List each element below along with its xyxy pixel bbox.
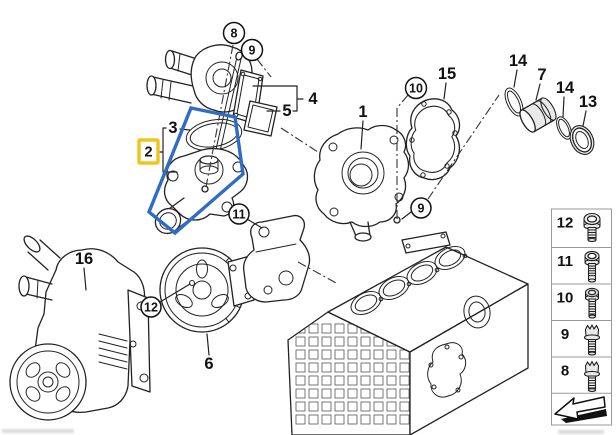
callout-6[interactable]: 6 <box>204 355 213 373</box>
svg-text:4: 4 <box>308 90 318 108</box>
callout-1[interactable]: 1 <box>358 103 367 121</box>
callout-3[interactable]: 3 <box>168 119 177 137</box>
callout-9a[interactable]: 9 <box>240 38 264 62</box>
highlight-box <box>137 138 160 165</box>
callout-4[interactable]: 4 <box>308 90 318 108</box>
cropped-watermark-left <box>2 429 74 433</box>
cropped-watermark-right <box>558 430 604 434</box>
water-pump-assembly-drawing <box>9 235 151 421</box>
pulley-drawing <box>159 247 245 333</box>
hex-socket-screw-icon <box>583 212 601 243</box>
sidebar-row-11[interactable]: 11 <box>557 250 600 283</box>
callout-14b[interactable]: 14 <box>556 79 575 97</box>
pipe-union-drawing <box>504 87 595 155</box>
fastener-sidebar: 12 11 10 <box>551 208 612 426</box>
svg-text:12: 12 <box>557 215 574 232</box>
sidebar-row-12[interactable]: 12 <box>557 212 601 243</box>
callout-15[interactable]: 15 <box>438 65 456 83</box>
callout-7[interactable]: 7 <box>537 66 546 84</box>
svg-text:1: 1 <box>358 103 367 121</box>
callout-8[interactable]: 8 <box>222 21 246 45</box>
svg-text:8: 8 <box>561 363 569 380</box>
callout-2-highlighted[interactable]: 2 <box>137 138 160 165</box>
engine-block-drawing <box>287 231 529 435</box>
support-bracket-drawing <box>227 214 311 307</box>
hex-socket-screw-icon <box>584 250 600 283</box>
callout-14a[interactable]: 14 <box>509 52 528 70</box>
callout-leaders <box>83 69 587 356</box>
svg-text:2: 2 <box>144 145 152 161</box>
leader-lines <box>205 44 500 285</box>
sidebar-row-8[interactable]: 8 <box>561 360 601 392</box>
svg-text:9: 9 <box>418 202 425 216</box>
svg-text:10: 10 <box>557 290 574 307</box>
callout-5[interactable]: 5 <box>282 102 291 120</box>
torx-stud-bolt-icon <box>583 360 601 392</box>
svg-text:10: 10 <box>409 82 423 96</box>
hex-socket-screw-icon <box>584 287 600 319</box>
callout-11[interactable]: 11 <box>228 203 250 225</box>
svg-text:9: 9 <box>561 326 569 343</box>
svg-text:13: 13 <box>579 93 597 111</box>
svg-text:6: 6 <box>204 355 213 373</box>
svg-text:8: 8 <box>231 27 238 41</box>
svg-text:9: 9 <box>249 44 256 58</box>
sidebar-row-10[interactable]: 10 <box>557 287 600 319</box>
svg-text:14: 14 <box>509 52 528 70</box>
svg-text:15: 15 <box>438 65 456 83</box>
svg-text:11: 11 <box>557 253 573 270</box>
svg-text:11: 11 <box>232 208 245 222</box>
sidebar-row-9[interactable]: 9 <box>561 324 601 356</box>
svg-text:12: 12 <box>144 301 158 315</box>
callout-10[interactable]: 10 <box>404 76 428 100</box>
thermostat-cover-drawing <box>146 44 278 183</box>
highlight-polygon <box>146 106 245 236</box>
back-arrow-icon[interactable] <box>554 396 607 423</box>
gasket-drawing <box>405 98 461 181</box>
svg-text:7: 7 <box>537 66 546 84</box>
torx-stud-bolt-icon <box>583 324 601 356</box>
cylinder-bores <box>350 246 468 315</box>
callout-9b[interactable]: 9 <box>410 197 432 219</box>
svg-text:14: 14 <box>556 79 575 97</box>
svg-text:16: 16 <box>75 250 93 268</box>
svg-text:3: 3 <box>168 119 177 137</box>
callout-13[interactable]: 13 <box>579 93 597 111</box>
callout-12[interactable]: 12 <box>140 296 162 318</box>
svg-text:5: 5 <box>282 102 291 120</box>
water-pump-drawing <box>313 124 410 242</box>
callout-16[interactable]: 16 <box>75 250 93 268</box>
